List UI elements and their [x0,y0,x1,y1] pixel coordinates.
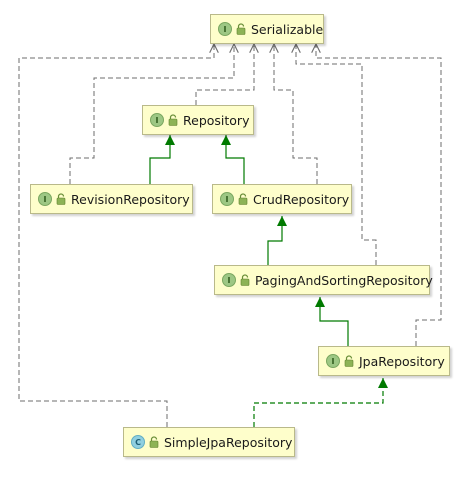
node-label: Repository [183,112,250,128]
node-revision-repository[interactable]: I RevisionRepository [30,184,193,214]
class-badge-icon: C [131,435,145,449]
interface-badge-icon: I [218,22,232,36]
node-jpa-repository[interactable]: I JpaRepository [318,346,450,376]
node-label: SimpleJpaRepository [164,434,293,450]
lock-icon [238,193,248,205]
lock-icon [168,114,178,126]
lock-icon [344,355,354,367]
node-label: JpaRepository [359,353,445,369]
interface-badge-icon: I [220,192,234,206]
interface-badge-icon: I [222,273,236,287]
dependency-line-revision-serializable [69,44,234,184]
node-label: Serializable [251,21,324,37]
dependency-line-jpa-serializable [316,44,442,346]
interface-badge-icon: I [326,354,340,368]
node-label: PagingAndSortingRepository [255,272,433,288]
dependency-line-paging-serializable [296,44,377,265]
node-paging-and-sorting-repository[interactable]: I PagingAndSortingRepository [214,265,433,295]
extends-line-jpa-paging [315,297,349,346]
extends-line-paging-crud [267,216,287,265]
node-label: RevisionRepository [71,191,190,207]
node-crud-repository[interactable]: I CrudRepository [212,184,352,214]
implements-line-simplejpa-jpa [253,378,388,427]
node-repository[interactable]: I Repository [142,105,254,135]
dependency-line-simplejpa-serializable [18,44,214,427]
lock-icon [240,274,250,286]
lock-icon [149,436,159,448]
lock-icon [236,23,246,35]
extends-line-revision-repository [149,135,175,184]
interface-badge-icon: I [38,192,52,206]
node-serializable[interactable]: I Serializable [210,14,324,44]
dependency-line-repository-serializable [195,44,254,105]
node-simple-jpa-repository[interactable]: C SimpleJpaRepository [123,427,295,457]
lock-icon [56,193,66,205]
extends-line-crud-repository [221,135,245,184]
node-label: CrudRepository [253,191,350,207]
dependency-line-crud-serializable [274,44,318,184]
interface-badge-icon: I [150,113,164,127]
